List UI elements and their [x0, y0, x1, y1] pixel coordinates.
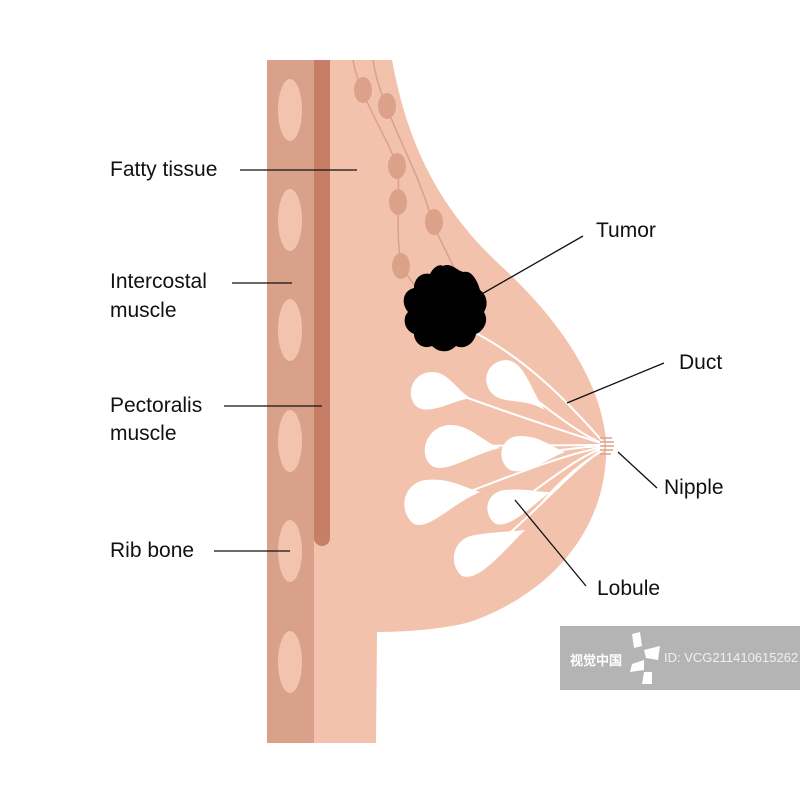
lobule: [424, 424, 500, 468]
lobule: [501, 436, 565, 472]
lymph-nodes: [354, 77, 443, 279]
label-intercostal-line2: muscle: [110, 299, 177, 322]
tumor: [403, 265, 487, 352]
rib-bone: [278, 410, 302, 472]
lymph-node: [388, 153, 406, 179]
label-pectoralis-line1: Pectoralis: [110, 394, 203, 417]
label-fatty-tissue: Fatty tissue: [110, 158, 218, 181]
lymph-node: [354, 77, 372, 103]
watermark-id: ID: VCG211410615262: [664, 650, 799, 665]
lobule: [404, 479, 480, 525]
intercostal-muscle: [267, 60, 315, 743]
rib-bone: [278, 299, 302, 361]
label-rib-bone: Rib bone: [110, 539, 195, 562]
label-lobule: Lobule: [597, 577, 661, 600]
watermark: 视觉中国 ID: VCG211410615262: [560, 626, 800, 690]
watermark-logo-icon: [630, 632, 660, 684]
leader-lines: [214, 169, 665, 587]
lobules: [404, 360, 565, 577]
lobule: [487, 489, 550, 525]
lobule: [486, 360, 545, 410]
lymph-node: [392, 253, 410, 279]
label-duct: Duct: [679, 351, 723, 374]
rib-bone: [278, 631, 302, 693]
watermark-brand: 视觉中国: [570, 653, 623, 668]
label-pectoralis-line2: muscle: [110, 422, 177, 445]
label-nipple: Nipple: [664, 476, 724, 499]
breast-tissue: [314, 60, 607, 743]
nipple: [600, 437, 614, 455]
lobule: [453, 530, 525, 577]
rib-bone: [278, 189, 302, 251]
lymph-node: [425, 209, 443, 235]
label-tumor: Tumor: [596, 219, 656, 242]
lobule: [410, 372, 470, 410]
lymph-node: [389, 189, 407, 215]
rib-bone: [278, 79, 302, 141]
lymph-node: [378, 93, 396, 119]
pectoralis-muscle: [314, 60, 330, 546]
label-intercostal-line1: Intercostal: [110, 270, 207, 293]
